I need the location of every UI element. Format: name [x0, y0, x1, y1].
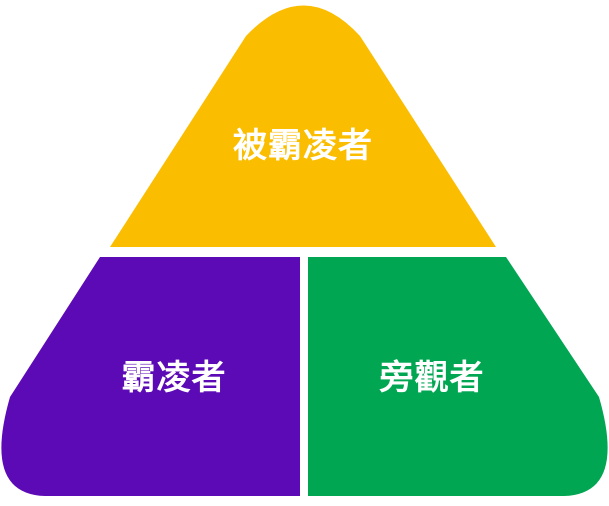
top-segment-label: 被霸凌者	[233, 126, 373, 166]
bottom-left-segment-label: 霸凌者	[121, 358, 227, 398]
pyramid-bottom-left-segment	[1, 257, 300, 496]
bottom-right-segment-label: 旁觀者	[379, 358, 485, 398]
pyramid-top-segment	[110, 5, 496, 247]
pyramid-bottom-right-segment	[308, 257, 608, 496]
